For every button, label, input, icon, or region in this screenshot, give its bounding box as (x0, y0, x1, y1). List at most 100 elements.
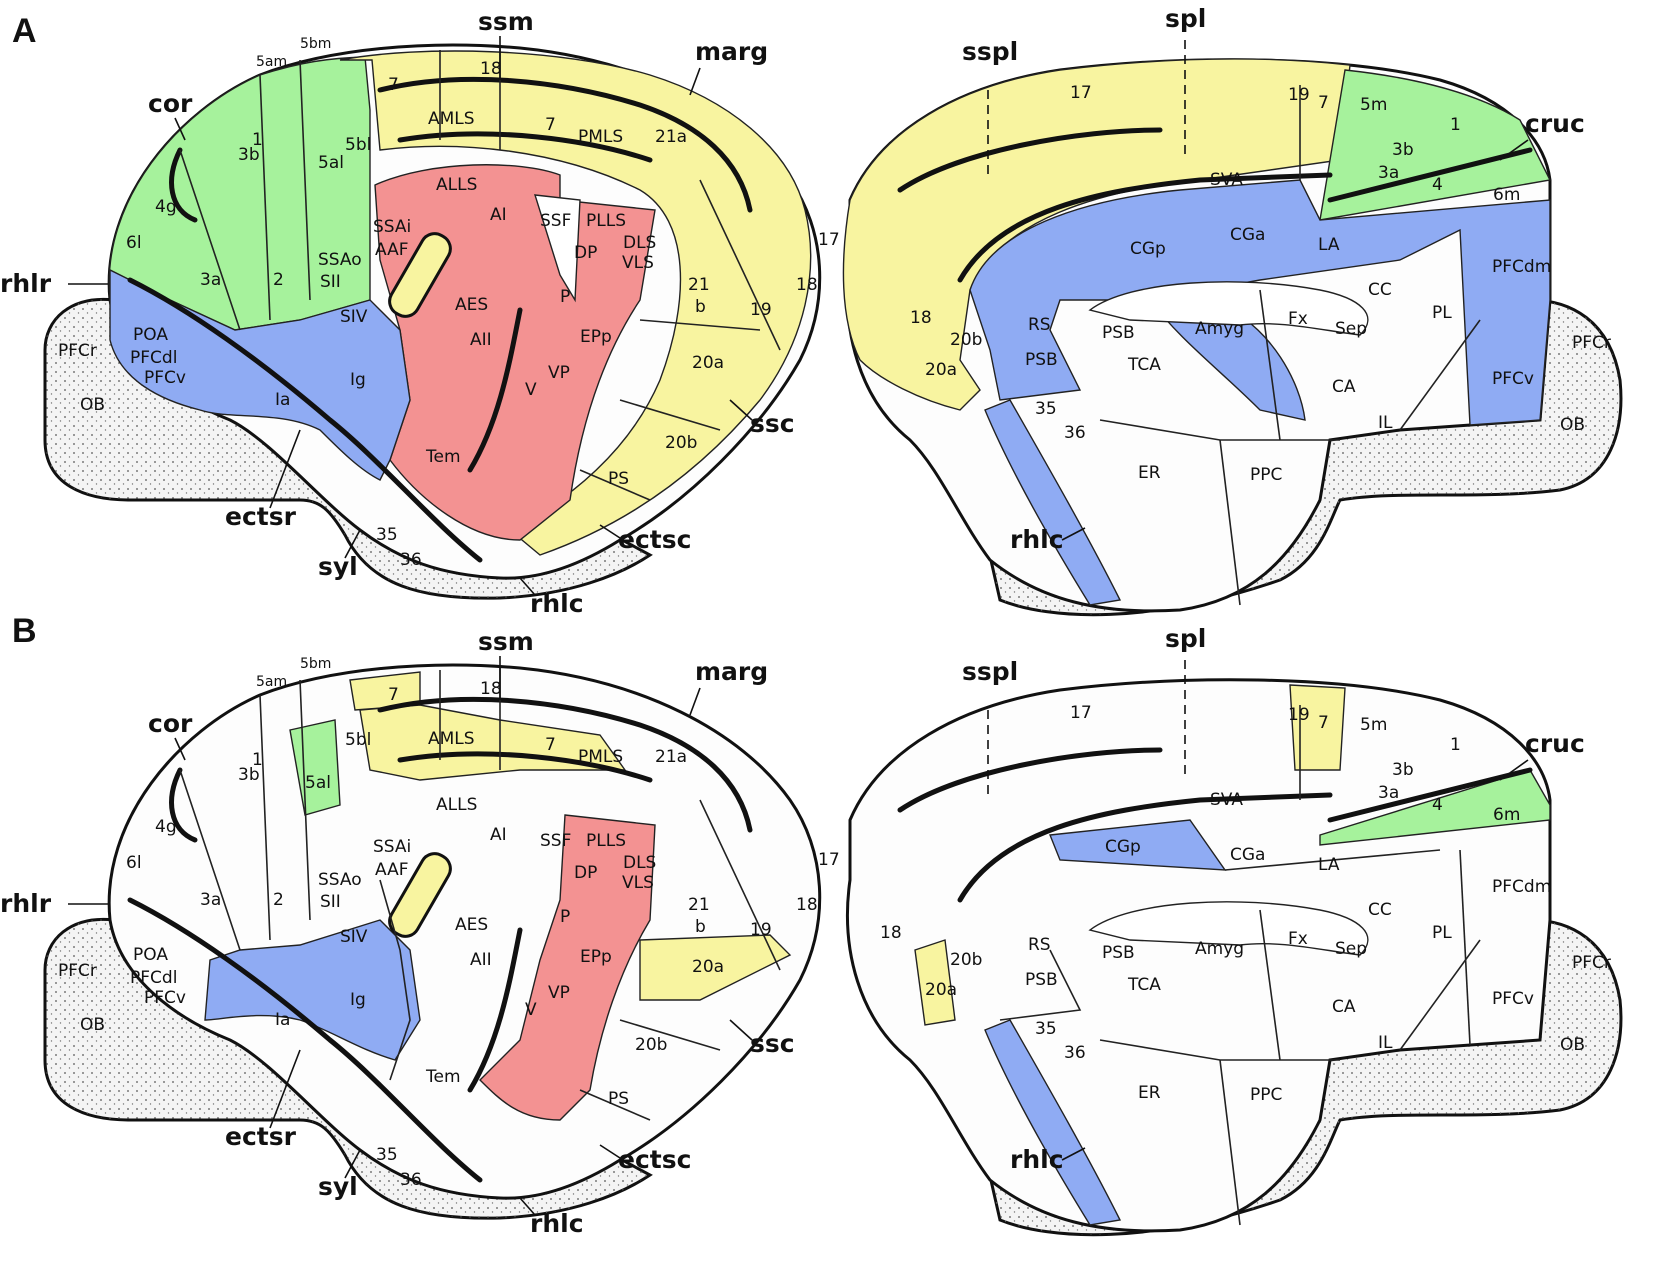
area-label: VLS (622, 253, 654, 273)
area-label: PSB (1025, 970, 1058, 990)
area-label: SVA (1210, 170, 1243, 190)
cruciate-fold (1327, 147, 1533, 203)
area-label: CA (1332, 377, 1356, 397)
area-label: SSF (540, 831, 571, 851)
area-label: 5am (256, 674, 287, 690)
area-label: 4g (155, 197, 177, 217)
area-label: SII (320, 272, 341, 292)
area-label: CGp (1130, 239, 1166, 259)
sulcus-label: cruc (1525, 729, 1585, 758)
area-label: 7 (388, 685, 399, 705)
area-label: 21 (688, 895, 710, 915)
area-label: AII (470, 330, 492, 350)
sulcus-label: sspl (962, 657, 1018, 686)
area-label: VLS (622, 873, 654, 893)
sulcus-label: rhlc (530, 589, 584, 618)
area-label: CC (1368, 900, 1392, 920)
area-label: PFCdl (130, 968, 177, 988)
area-label: 3b (1392, 760, 1414, 780)
region-visual-dorsal-yellow (339, 50, 812, 556)
area-label: 5am (256, 54, 287, 70)
area-label: PFCr (58, 961, 97, 981)
area-label: LA (1318, 855, 1340, 875)
area-label: PFCv (144, 988, 186, 1008)
medial-view-a: sspl spl cruc rhlc 17 19 7 5m 1 3b 3a 4 … (842, 4, 1623, 617)
area-label: 1 (1450, 115, 1461, 135)
area-label: POA (133, 325, 168, 345)
area-label: 35 (376, 525, 398, 545)
lateral-view-a: ssm marg cor rhlr ectsr syl rhlc ectsc s… (0, 7, 840, 618)
area-label: SSAo (318, 870, 362, 890)
area-label: 7 (388, 75, 399, 95)
sulcus-label: marg (695, 657, 768, 686)
area-label: Ia (275, 1010, 290, 1030)
area-label: 20a (925, 980, 957, 1000)
sulcus-label: cor (148, 709, 193, 738)
area-label: DLS (623, 853, 656, 873)
area-label: 6l (126, 233, 142, 253)
area-label: 19 (750, 300, 772, 320)
area-label: 18 (880, 923, 902, 943)
area-label: PFCr (1572, 953, 1611, 973)
area-label: 19 (1288, 705, 1310, 725)
area-label: ER (1138, 463, 1161, 483)
area-label: 17 (818, 230, 840, 250)
area-label: Sep (1335, 319, 1367, 339)
area-label: 18 (796, 275, 818, 295)
area-label: PSB (1102, 943, 1135, 963)
area-label: TCA (1127, 355, 1161, 375)
area-label: EPp (580, 947, 612, 967)
ectosylvian-fold-marker (388, 232, 452, 318)
area-label: CC (1368, 280, 1392, 300)
area-label: PFCdl (130, 348, 177, 368)
area-label: PSB (1025, 350, 1058, 370)
area-label: PFCv (1492, 989, 1534, 1009)
area-label: EPp (580, 327, 612, 347)
panel-letter-a: A (12, 12, 37, 50)
lateral-view-b: ssm marg cor rhlr ectsr syl rhlc ectsc s… (0, 627, 840, 1238)
area-label: CGa (1230, 845, 1265, 865)
area-label: 5m (1360, 95, 1387, 115)
area-label: AI (490, 825, 507, 845)
sulcus-label: ssm (478, 7, 534, 36)
rhinal-fold (127, 897, 483, 1183)
area-label: PFCv (1492, 369, 1534, 389)
sulcus-label: spl (1165, 4, 1206, 33)
sulcus-label: rhlc (1010, 1145, 1064, 1174)
area-label: 4 (1432, 795, 1443, 815)
area-label: SSAi (373, 837, 411, 857)
area-label: AMLS (428, 109, 475, 129)
area-label: 5bl (345, 730, 371, 750)
area-label: RS (1028, 315, 1051, 335)
area-label: DP (574, 863, 597, 883)
area-label: ER (1138, 1083, 1161, 1103)
region-callosum-white (1088, 281, 1369, 336)
sulcus-label: cruc (1525, 109, 1585, 138)
area-label: 20b (950, 950, 982, 970)
sulcus-label: rhlc (1010, 525, 1064, 554)
area-label: 3b (238, 145, 260, 165)
area-label: AES (455, 915, 488, 935)
area-label: Tem (425, 447, 461, 467)
area-label: 35 (1035, 1019, 1057, 1039)
area-label: PLLS (586, 211, 626, 231)
area-label: Ia (275, 390, 290, 410)
area-label: SIV (340, 927, 368, 947)
area-label: P (560, 907, 570, 927)
area-label: 19 (1288, 85, 1310, 105)
suprasylvian-fold (397, 751, 653, 783)
region-callosum-white (1088, 901, 1369, 956)
area-label: POA (133, 945, 168, 965)
region-dp-white (534, 194, 581, 303)
suprasylvian-fold (397, 131, 653, 163)
panel-b: B (0, 612, 1623, 1238)
area-label: 36 (400, 1170, 422, 1190)
coronal-fold (169, 767, 198, 843)
sulcus-label: ectsr (225, 1122, 297, 1151)
area-label: PFCr (58, 341, 97, 361)
area-label: 3a (1378, 783, 1399, 803)
area-label: PPC (1250, 465, 1282, 485)
sulcus-label: ssm (478, 627, 534, 656)
area-label: SSAo (318, 250, 362, 270)
